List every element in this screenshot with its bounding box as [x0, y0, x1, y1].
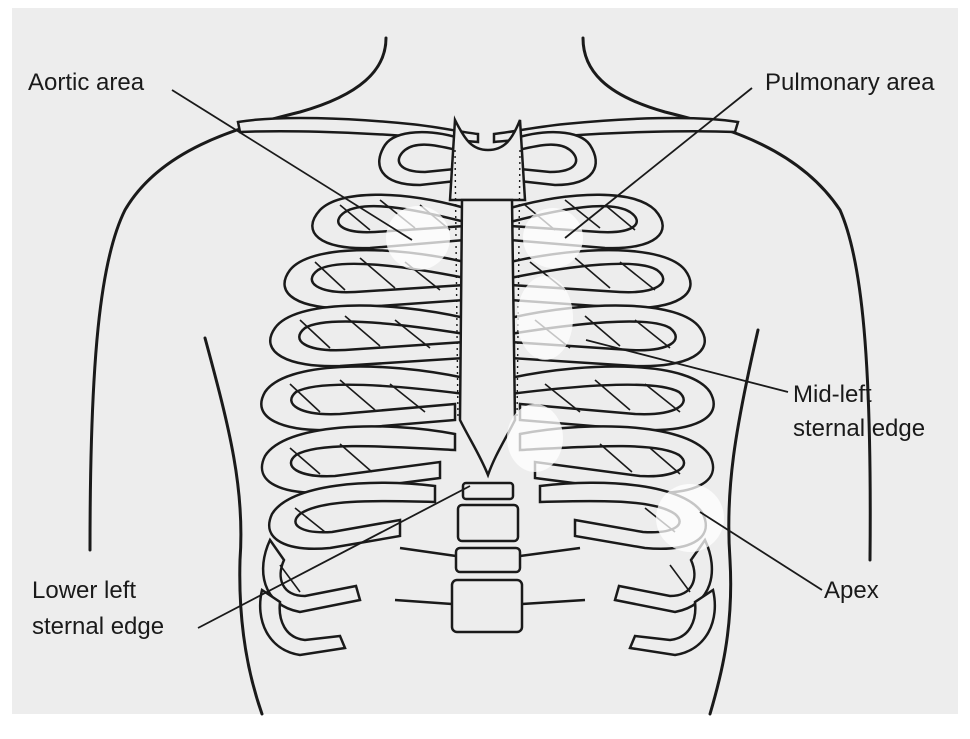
aortic-area-highlight: [386, 206, 450, 270]
hatch: [340, 444, 372, 472]
mid-left-sternal-edge-highlight: [517, 276, 573, 360]
spine: [395, 483, 585, 632]
lumbar-process-left: [400, 548, 456, 556]
hatch: [600, 444, 632, 472]
lumbar-process-right: [520, 548, 580, 556]
vertebra: [456, 548, 520, 572]
label-aortic-area: Aortic area: [28, 68, 144, 98]
lumbar-process-left: [395, 600, 452, 604]
label-mid-left-line2: sternal edge: [793, 414, 925, 444]
pulmonary-area-highlight: [523, 208, 583, 268]
label-pulmonary-area: Pulmonary area: [765, 68, 934, 98]
label-mid-left-line1: Mid-left: [793, 380, 872, 410]
hatch: [670, 565, 690, 592]
waist-left: [205, 338, 262, 714]
rib-left-7: [269, 483, 435, 549]
apex-highlight: [656, 484, 724, 552]
label-apex: Apex: [824, 576, 879, 606]
clavicles: [238, 118, 738, 142]
label-lower-left-line1: Lower left: [32, 576, 136, 606]
sternum-body: [460, 200, 515, 475]
manubrium: [450, 120, 525, 200]
label-lower-left-line2: sternal edge: [32, 612, 164, 642]
rib-left-5: [261, 366, 465, 430]
leader-apex: [700, 512, 822, 590]
vertebra: [452, 580, 522, 632]
vertebra: [458, 505, 518, 541]
vertebra: [463, 483, 513, 499]
lumbar-process-right: [522, 600, 585, 604]
lower-left-sternal-edge-highlight: [507, 404, 563, 472]
